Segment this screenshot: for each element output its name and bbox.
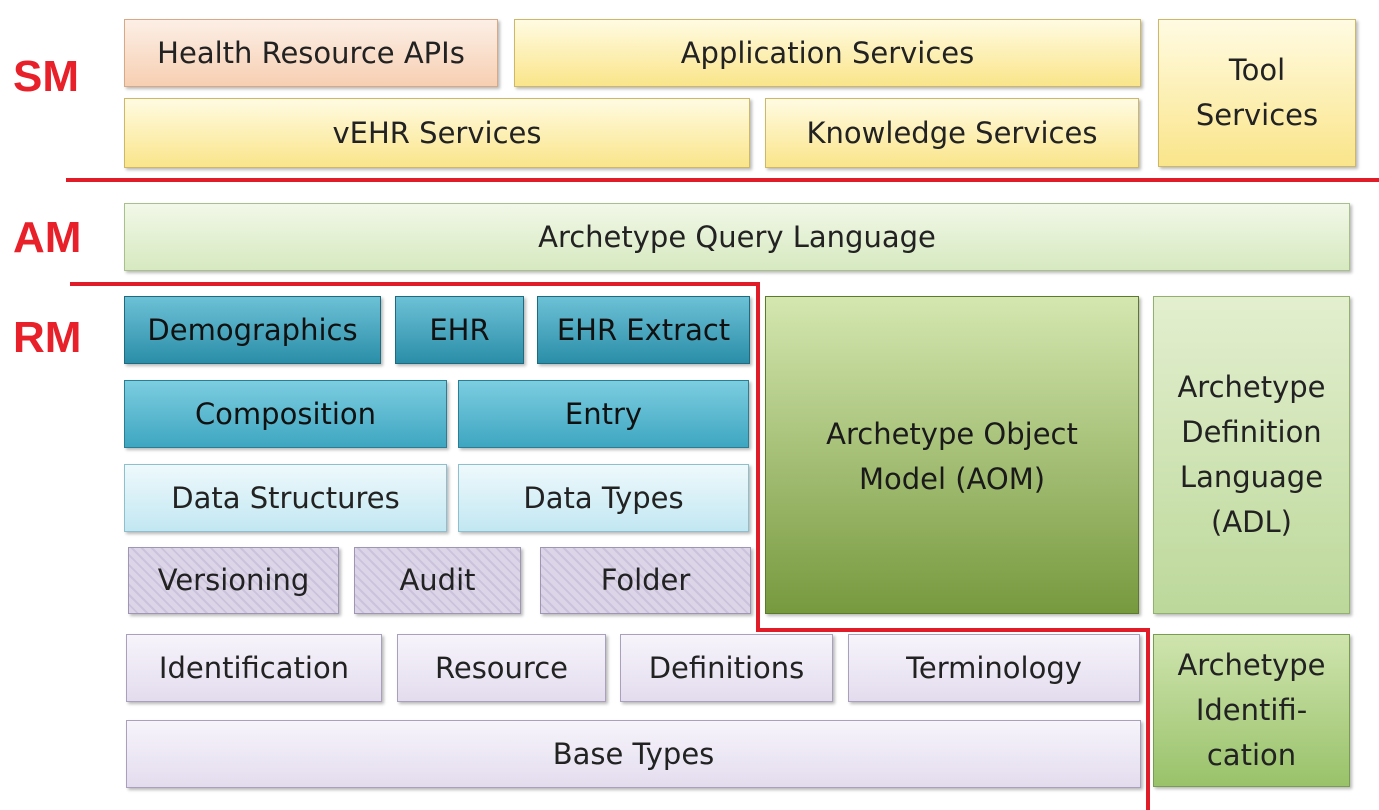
archetype-query-language-box: Archetype Query Language bbox=[124, 203, 1350, 271]
entry-box: Entry bbox=[458, 380, 749, 448]
archetype-identification-line-3: cation bbox=[1206, 737, 1297, 772]
archetype-identification-box: Archetype Identifi- cation bbox=[1153, 634, 1350, 787]
application-services-box: Application Services bbox=[514, 19, 1141, 87]
sm-layer-label: SM bbox=[13, 52, 79, 101]
tool-services-box: Tool Services bbox=[1158, 19, 1356, 167]
adl-line-1: Archetype bbox=[1177, 370, 1326, 404]
composition-box: Composition bbox=[124, 380, 447, 448]
archetype-definition-language-box: Archetype Definition Language (ADL) bbox=[1153, 296, 1350, 614]
archetype-identification-line-2: Identifi- bbox=[1195, 693, 1308, 728]
archetype-object-model-box: Archetype Object Model (AOM) bbox=[765, 296, 1139, 614]
versioning-box: Versioning bbox=[128, 547, 339, 614]
health-resource-apis-box: Health Resource APIs bbox=[124, 19, 498, 87]
sm-am-divider-line bbox=[66, 178, 1379, 182]
archetype-identification-line-1: Archetype bbox=[1177, 648, 1326, 683]
data-types-box: Data Types bbox=[458, 464, 749, 532]
knowledge-services-box: Knowledge Services bbox=[765, 98, 1139, 168]
base-types-box: Base Types bbox=[126, 720, 1141, 788]
terminology-box: Terminology bbox=[848, 634, 1140, 702]
ehr-box: EHR bbox=[395, 296, 524, 364]
aom-line-2: Model (AOM) bbox=[858, 461, 1046, 496]
adl-line-4: (ADL) bbox=[1211, 504, 1292, 539]
rm-layer-label: RM bbox=[13, 313, 82, 362]
demographics-box: Demographics bbox=[124, 296, 381, 364]
am-rm-divider-line bbox=[70, 282, 760, 286]
tool-services-line-1: Tool bbox=[1228, 53, 1286, 88]
adl-line-2: Definition bbox=[1181, 414, 1322, 449]
definitions-box: Definitions bbox=[620, 634, 833, 702]
ehr-extract-box: EHR Extract bbox=[537, 296, 750, 364]
aom-line-1: Archetype Object bbox=[826, 417, 1078, 451]
am-rm-divider-vertical-2 bbox=[1146, 628, 1150, 810]
tool-services-line-2: Services bbox=[1195, 98, 1319, 132]
audit-box: Audit bbox=[354, 547, 521, 614]
am-layer-label: AM bbox=[13, 213, 82, 262]
adl-line-3: Language bbox=[1179, 459, 1324, 494]
vehr-services-box: vEHR Services bbox=[124, 98, 750, 168]
identification-box: Identification bbox=[126, 634, 382, 702]
folder-box: Folder bbox=[540, 547, 751, 614]
am-rm-divider-horizontal-2 bbox=[756, 628, 1150, 632]
data-structures-box: Data Structures bbox=[124, 464, 447, 532]
am-rm-divider-vertical-1 bbox=[756, 282, 760, 632]
resource-box: Resource bbox=[397, 634, 606, 702]
